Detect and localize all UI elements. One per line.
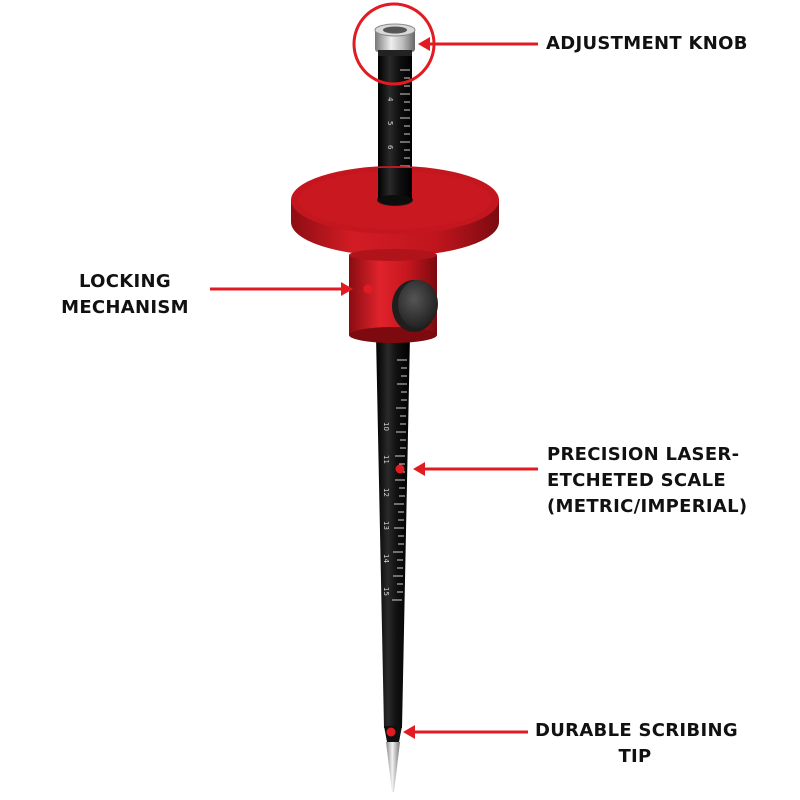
callout-precision-scale xyxy=(395,462,538,476)
arrow-head xyxy=(403,725,415,739)
label-line: DURABLE SCRIBING xyxy=(535,720,738,741)
label-line: ADJUSTMENT KNOB xyxy=(546,33,748,54)
label-scribing-tip: DURABLE SCRIBING TIP xyxy=(535,718,738,770)
label-line: ETCHETED SCALE xyxy=(547,470,726,491)
label-line: (METRIC/IMPERIAL) xyxy=(547,496,748,517)
label-line: PRECISION LASER- xyxy=(547,444,740,465)
lock-knob xyxy=(392,280,438,332)
arrow-head xyxy=(413,462,425,476)
upper-scale-number: 5 xyxy=(386,121,394,125)
marker-dot xyxy=(363,284,373,294)
label-adjustment-knob: ADJUSTMENT KNOB xyxy=(546,31,748,57)
lower-scale-number: 11 xyxy=(382,455,390,464)
lower-scale-number: 10 xyxy=(382,422,390,431)
lower-scale-number: 12 xyxy=(382,488,390,497)
lower-scale-number: 14 xyxy=(382,554,390,563)
label-line: LOCKING xyxy=(79,271,171,292)
upper-scale-number: 6 xyxy=(386,145,394,150)
arrow-head xyxy=(341,282,353,296)
label-locking-mechanism: LOCKING MECHANISM xyxy=(52,269,198,321)
red-fence-disc xyxy=(291,166,499,256)
lower-scale-number: 15 xyxy=(382,587,390,596)
upper-scale-number: 4 xyxy=(386,97,394,102)
lower-scale-ticks xyxy=(392,359,407,601)
callout-adjustment-knob xyxy=(352,2,538,86)
label-line: TIP xyxy=(618,746,652,767)
callout-scribing-tip xyxy=(386,725,528,739)
marker-dot xyxy=(386,727,396,737)
lower-rod xyxy=(376,335,410,728)
label-precision-scale: PRECISION LASER- ETCHETED SCALE (METRIC/… xyxy=(547,442,747,520)
marker-dot xyxy=(395,464,405,474)
adjustment-knob xyxy=(374,23,416,56)
lower-scale-numbers: 10 11 12 13 14 15 xyxy=(382,422,390,596)
lower-scale-number: 13 xyxy=(382,521,390,530)
label-line: MECHANISM xyxy=(61,297,189,318)
arrow-head xyxy=(418,37,430,51)
callout-locking-mechanism xyxy=(210,282,373,296)
